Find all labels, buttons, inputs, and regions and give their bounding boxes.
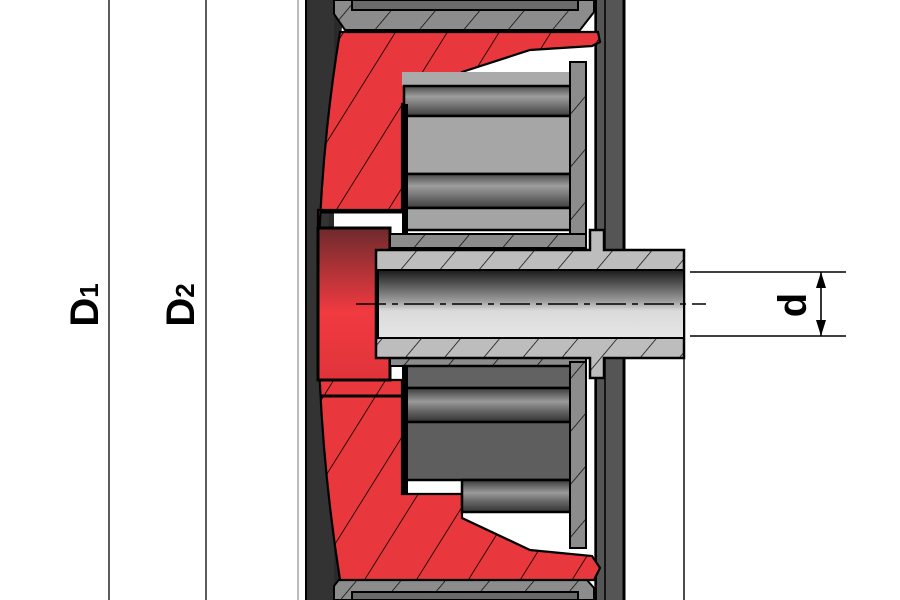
d-dimension [683,271,846,600]
upper-bearing [389,61,587,249]
lower-bearing [389,351,587,549]
d-label: d [771,293,815,317]
d2-label: D2 [159,283,203,326]
d1-label: D1 [63,283,107,326]
upper-rim-section [333,0,595,31]
